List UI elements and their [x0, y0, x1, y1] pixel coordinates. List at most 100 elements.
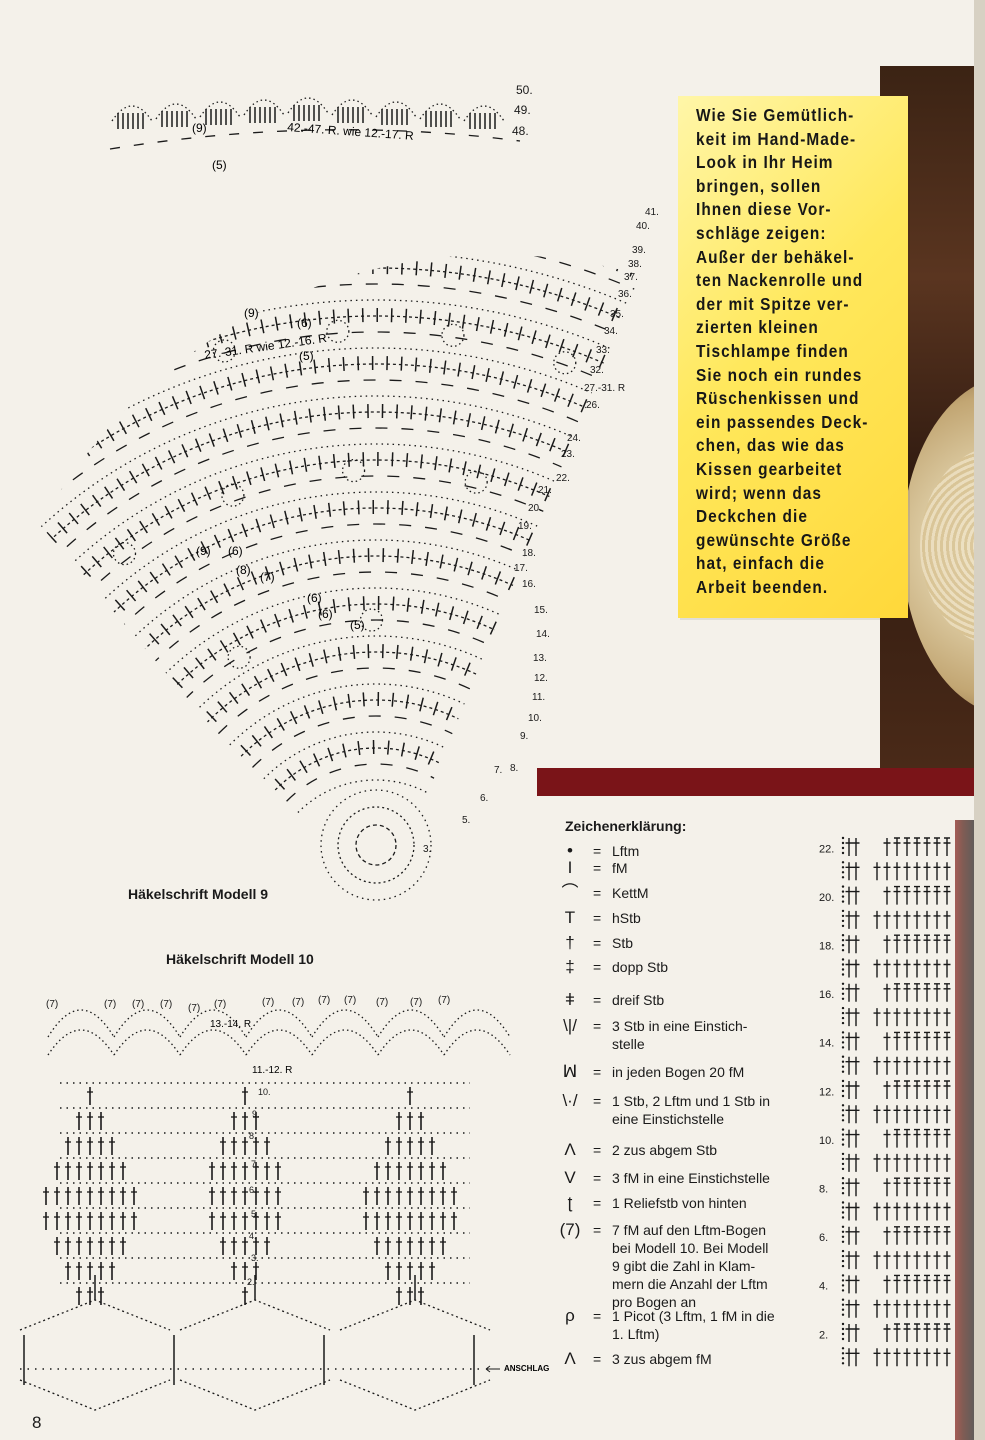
- bracket-label: (6): [228, 544, 243, 558]
- row-number: 8.: [819, 1184, 828, 1196]
- picot-count: (7): [410, 997, 422, 1008]
- picot-count: (7): [318, 995, 330, 1006]
- anschlag-label: ANSCHLAG: [504, 1364, 549, 1373]
- row-number: 4.: [819, 1281, 828, 1293]
- legend-symbol-icon: ǂ: [565, 990, 575, 1009]
- row-number: 4.: [249, 1231, 257, 1241]
- legend-symbol-icon: Λ: [564, 1140, 576, 1159]
- picot-count: (7): [188, 1003, 200, 1014]
- row-number: 18.: [819, 941, 834, 953]
- intro-box: Wie Sie Gemütlich- keit im Hand-Made- Lo…: [678, 96, 908, 618]
- legend-equals: =: [593, 1170, 602, 1186]
- row-number: 13.: [533, 653, 547, 664]
- legend-text: Lftm: [612, 843, 640, 859]
- row-number: 9.: [252, 1109, 260, 1119]
- legend-equals: =: [593, 1093, 602, 1109]
- legend-symbol-icon: \|/: [563, 1016, 577, 1035]
- row-number: 50.: [516, 83, 533, 97]
- row-number: 8.: [510, 763, 518, 774]
- row-number: 16.: [819, 989, 834, 1001]
- row-number: 6.: [480, 793, 488, 804]
- crochet-diagram-model-10: (7) (7) (7) (7) (7) (7) (7) (7) (7) (7) …: [19, 995, 549, 1411]
- row-number: 23.: [561, 449, 575, 460]
- legend-text: 3 Stb in eine Einstich- stelle: [612, 1018, 748, 1052]
- legend-equals: =: [593, 1351, 602, 1367]
- row-number: 14.: [536, 629, 550, 640]
- repeat-label-11-12: 11.-12. R: [252, 1065, 292, 1076]
- page-binding-edge: [974, 0, 985, 1440]
- row-number: 48.: [512, 124, 529, 138]
- row-number: 10.: [258, 1087, 271, 1097]
- row-number: 33.: [596, 345, 610, 356]
- bracket-label: (6): [318, 607, 333, 621]
- row-number: 27.-31. R: [584, 383, 625, 394]
- legend-symbol-icon: \·/: [562, 1091, 578, 1110]
- row-number: 49.: [514, 103, 531, 117]
- bracket-label: (7): [260, 570, 275, 584]
- bracket-label: (9): [196, 544, 211, 558]
- legend-equals: =: [593, 1308, 602, 1324]
- row-number: 12.: [534, 673, 548, 684]
- legend-symbol-icon: ʈ: [567, 1193, 573, 1212]
- row-number: 2.: [247, 1277, 255, 1287]
- row-number: 35.: [610, 309, 624, 320]
- legend-text: Stb: [612, 935, 634, 951]
- row-number: 22.: [819, 843, 834, 855]
- picot-count: (7): [46, 999, 58, 1010]
- bracket-label: (8): [236, 563, 251, 577]
- crochet-diagram-model-9: 42.-47. R. wie 12.-17. R 27.-31. R wie 1…: [40, 83, 659, 901]
- row-number: 7.: [251, 1159, 259, 1169]
- row-number: 11.: [532, 692, 545, 703]
- legend-text: dopp Stb: [612, 959, 669, 975]
- picot-count: (7): [104, 999, 116, 1010]
- row-number: 6.: [819, 1232, 828, 1244]
- legend-equals: =: [593, 885, 602, 901]
- row-number: 40.: [636, 221, 650, 232]
- legend-symbol-icon: ‡: [565, 957, 575, 976]
- row-number: 36.: [618, 289, 632, 300]
- legend-symbol-icon: †: [565, 933, 575, 952]
- row-number: 10.: [528, 713, 542, 724]
- row-number: 14.: [819, 1038, 834, 1050]
- row-number: 37.: [624, 272, 638, 283]
- row-number: 12.: [819, 1086, 834, 1098]
- row-number: 20.: [819, 892, 834, 904]
- row-number: 32.: [590, 365, 604, 376]
- legend-equals: =: [593, 860, 602, 876]
- crochet-diagram-stitch-columns: 22.20.18.16.14.12.10.8.6.4.2.: [819, 836, 951, 1367]
- next-page-edge: [955, 820, 975, 1440]
- legend-equals: =: [593, 1195, 602, 1211]
- intro-text: Wie Sie Gemütlich- keit im Hand-Made- Lo…: [696, 105, 869, 597]
- legend-symbol-icon: (7): [559, 1220, 581, 1239]
- row-number: 22.: [556, 473, 570, 484]
- row-number: 26.: [586, 400, 600, 411]
- legend-equals: =: [593, 843, 602, 859]
- legend-text: 1 Reliefstb von hinten: [612, 1195, 747, 1211]
- bracket-label: (5): [212, 158, 227, 172]
- row-number: 10.: [819, 1135, 834, 1147]
- row-number: 5.: [462, 815, 470, 826]
- legend-text: KettM: [612, 885, 649, 901]
- legend-text: 3 fM in eine Einstichstelle: [612, 1170, 770, 1186]
- bracket-label: (9): [192, 121, 207, 135]
- bracket-label: (6): [307, 591, 322, 605]
- row-number: 3.: [251, 1253, 259, 1263]
- legend-symbol-icon: Λ: [564, 1349, 576, 1368]
- row-number: 17.: [514, 563, 528, 574]
- legend-equals: =: [593, 935, 602, 951]
- red-divider-bar: [537, 768, 977, 796]
- legend-symbol-icon: I: [567, 858, 573, 877]
- picot-count: (7): [132, 999, 144, 1010]
- picot-count: (7): [214, 999, 226, 1010]
- row-number: 34.: [604, 326, 618, 337]
- legend-equals: =: [593, 992, 602, 1008]
- row-number: 24.: [567, 433, 581, 444]
- legend-equals: =: [593, 959, 602, 975]
- legend-equals: =: [593, 1018, 602, 1034]
- caption-model-9: Häkelschrift Modell 9: [128, 886, 269, 902]
- legend-symbol-icon: ⌒: [561, 883, 579, 902]
- row-number: 38.: [628, 259, 642, 270]
- legend-text: 1 Stb, 2 Lftm und 1 Stb in eine Einstich…: [612, 1093, 770, 1127]
- legend-equals: =: [593, 1222, 602, 1238]
- legend-text: fM: [612, 860, 628, 876]
